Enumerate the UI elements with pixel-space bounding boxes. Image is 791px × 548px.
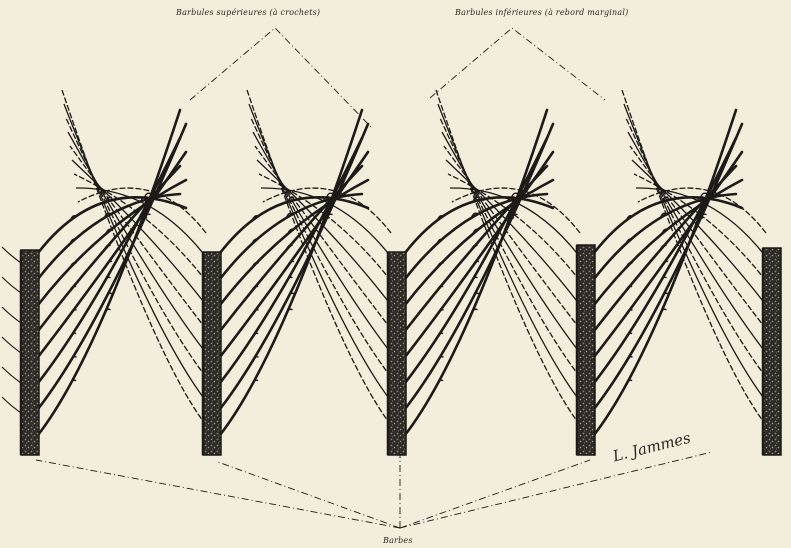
barbule-lower [66,118,206,377]
barbule-upper [38,197,186,253]
barbule-upper [38,194,180,279]
leader-barbs [36,460,400,528]
barb-shaft [203,252,221,455]
barb-shaft [388,252,406,455]
leader-barbs [400,460,590,528]
barbs-layer [21,245,781,455]
barbule-lower [249,104,391,401]
barbule-lower [624,104,766,401]
barbule-upper [220,197,368,253]
barb-shaft [763,248,781,455]
label-lower-barbules: Barbules inférieures (à rebord marginal) [455,8,628,17]
barbules-layer [2,90,766,435]
leader-barbs [218,462,400,528]
barbule-lower [438,104,580,401]
barbule-upper [405,194,547,279]
barb-shaft [577,245,595,455]
barbule-lower [444,146,580,329]
leader-barbs [400,452,712,528]
barbule-lower [630,146,766,329]
barbule-lower [70,146,206,329]
barb-shaft [21,250,39,455]
label-upper-barbules: Barbules supérieures (à crochets) [176,8,320,17]
leader-upper-barbules [190,28,372,128]
label-barbs: Barbes [383,536,413,545]
leader-lower-barbules [430,28,605,100]
